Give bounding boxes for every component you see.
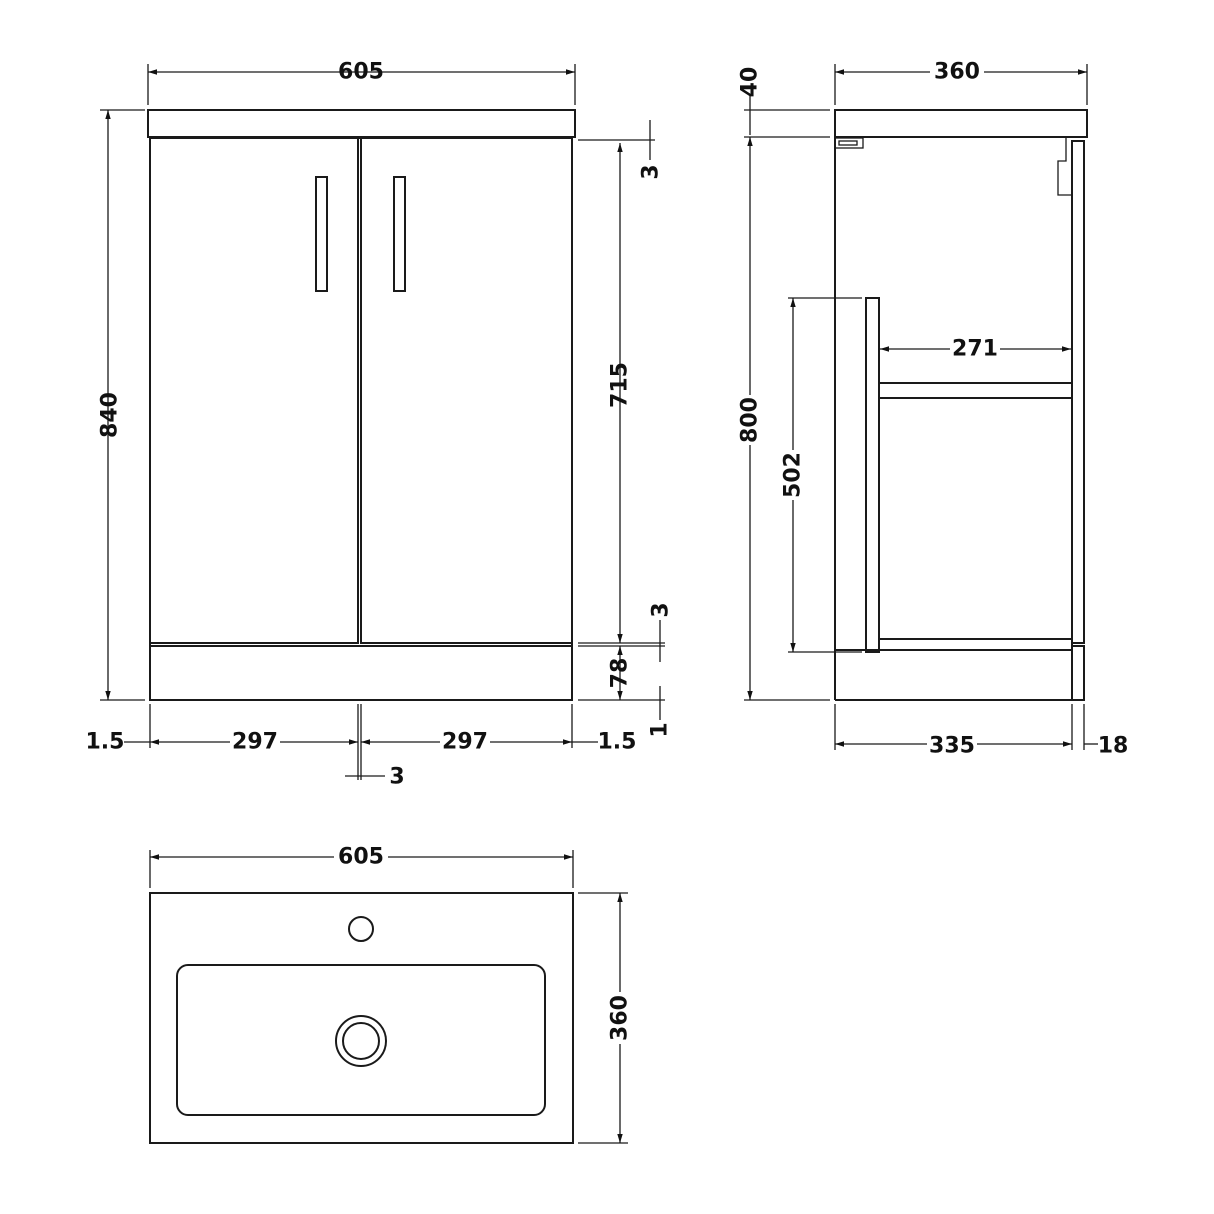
left-door [149,137,359,644]
side-dimension-lines [744,64,1098,750]
dim-plan-depth-360: 360 [608,995,633,1041]
dim-depth-360: 360 [934,60,980,85]
right-door [360,137,573,644]
dim-height-840: 840 [98,392,123,438]
dim-plan-width-605: 605 [338,845,384,870]
waste-outer [335,1015,387,1067]
dim-side-gap-right: 1.5 [598,730,637,755]
dim-side-gap-left: 1.5 [86,730,125,755]
right-handle [393,176,406,292]
dim-door-width-right: 297 [442,730,488,755]
dim-door-width-left: 297 [232,730,278,755]
dim-shelf-depth-271: 271 [952,337,998,362]
side-worktop [834,109,1088,138]
front-view: 605 840 715 3 3 78 1 1.5 297 297 1.5 3 [86,60,674,790]
dim-door-height-715: 715 [608,362,633,408]
waste-inner [342,1022,380,1060]
dim-bottom-gap: 3 [649,602,674,617]
dim-shelf-502: 502 [781,452,806,498]
dim-body-800: 800 [738,397,763,443]
tap-hole [348,916,374,942]
worktop [147,109,576,138]
basin-outline [149,892,574,1144]
hinge-plate [834,137,864,149]
left-handle [315,176,328,292]
side-door-panel [1071,140,1085,644]
side-plinth-panel [1071,645,1085,701]
dim-top-gap: 3 [639,164,664,179]
dim-center-gap: 3 [389,765,404,790]
dim-plinth-78: 78 [608,658,633,689]
side-view: 360 40 800 502 271 335 18 [738,60,1129,759]
shelf-support [865,297,880,653]
dim-door-18: 18 [1098,734,1129,759]
dim-width-605: 605 [338,60,384,85]
plinth [149,645,573,701]
plan-view: 605 360 [149,845,633,1144]
dim-worktop-40: 40 [738,67,763,98]
front-dimension-lines [100,64,665,780]
dim-floor-gap: 1 [648,722,673,737]
dim-body-depth-335: 335 [929,734,975,759]
basin-bowl [176,964,546,1116]
door-hinge [1057,138,1071,196]
